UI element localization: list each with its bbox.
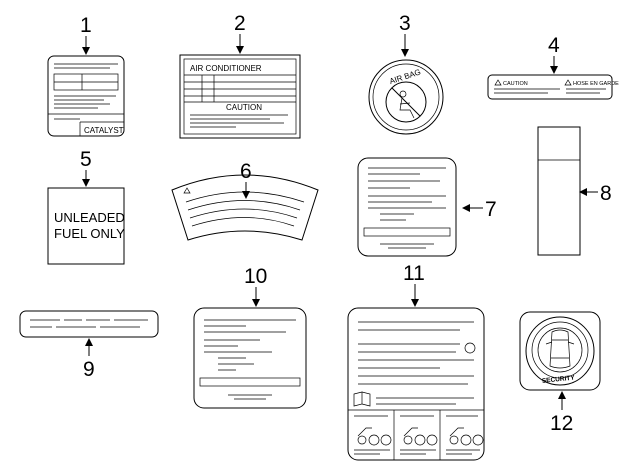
callout-12: 12 [550,391,573,435]
callout-3: 3 [399,12,411,57]
callout-number: 11 [403,262,425,285]
callout-5: 5 [80,148,92,187]
callout-number: 5 [80,148,92,171]
label-1-catalyst: CATALYST [47,55,125,137]
label-2-air-conditioner: AIR CONDITIONER CAUTION [179,54,301,139]
label-3-air-bag: AIR BAG [368,59,444,135]
callout-number: 6 [240,160,252,183]
callout-10: 10 [244,265,267,307]
security-text: SECURITY [542,374,576,384]
callout-number: 12 [550,412,573,435]
callout-number: 4 [548,34,560,57]
label-8-strip [537,126,581,256]
callout-number: 3 [399,12,411,35]
car-top-view-icon [549,329,571,369]
callout-number: 10 [244,265,267,288]
catalyst-text: CATALYST [84,126,124,135]
caution-text: CAUTION [226,103,262,112]
air-bag-text: AIR BAG [388,67,422,86]
callout-7: 7 [462,198,497,221]
label-11-tire-info [347,307,485,461]
label-6-curved-warning [171,174,319,241]
label-7-info [357,157,457,257]
caution-small-text: CAUTION [503,81,528,87]
hose-en-garde-text: HOSE EN GARDE [573,81,619,87]
label-10-info [193,307,307,409]
manual-book-icon [353,391,371,407]
label-5-unleaded-fuel: UNLEADED FUEL ONLY [47,187,125,265]
callout-8: 8 [579,182,612,205]
callout-1: 1 [80,14,92,55]
air-conditioner-text: AIR CONDITIONER [190,64,262,73]
callout-6: 6 [240,160,252,199]
unleaded-text: UNLEADED [54,210,125,225]
warning-triangle-icon [494,79,502,86]
callout-number: 1 [80,14,92,37]
seated-person-icon [399,90,407,98]
callout-number: 9 [83,358,95,381]
label-12-security: SECURITY [519,311,601,391]
warning-triangle-icon [564,79,572,86]
callout-number: 7 [485,198,497,221]
tire-icon-group [354,427,484,455]
callout-4: 4 [548,34,560,74]
callout-9: 9 [83,338,95,381]
callout-number: 2 [234,12,246,35]
fuel-only-text: FUEL ONLY [54,226,125,241]
label-4-caution-strip: CAUTION HOSE EN GARDE [487,74,619,100]
label-9-strip [19,310,159,338]
callout-2: 2 [234,12,246,54]
warning-triangle-icon [183,187,191,194]
callout-number: 8 [600,182,612,205]
callout-11: 11 [403,262,425,307]
